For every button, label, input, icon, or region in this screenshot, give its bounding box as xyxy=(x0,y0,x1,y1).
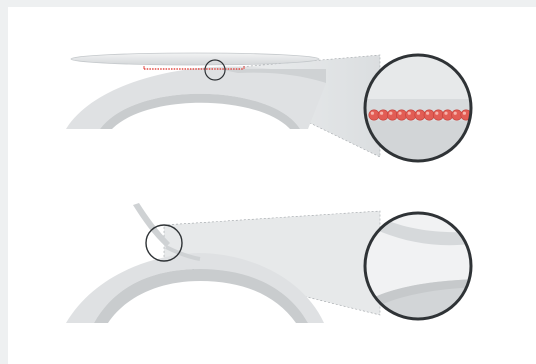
bead xyxy=(415,110,425,120)
bead-highlight xyxy=(463,112,466,115)
bead xyxy=(442,110,452,120)
top-panel xyxy=(66,47,488,172)
bead xyxy=(452,110,462,120)
bead xyxy=(424,110,434,120)
bead-highlight xyxy=(389,112,392,115)
diagram-svg xyxy=(8,7,536,364)
bottom-panel xyxy=(66,203,488,337)
diagram-canvas xyxy=(8,7,536,364)
bead xyxy=(369,110,379,120)
bead-highlight xyxy=(426,112,429,115)
bead xyxy=(387,110,397,120)
bead-highlight xyxy=(371,112,374,115)
bead-highlight xyxy=(417,112,420,115)
bead-highlight xyxy=(444,112,447,115)
top-plate xyxy=(71,53,319,65)
bead xyxy=(433,110,443,120)
bead-highlight xyxy=(380,112,383,115)
bead xyxy=(378,110,388,120)
bead-highlight xyxy=(398,112,401,115)
bead-highlight xyxy=(408,112,411,115)
bead xyxy=(406,110,416,120)
bead-highlight xyxy=(435,112,438,115)
bead-highlight xyxy=(454,112,457,115)
bead xyxy=(396,110,406,120)
